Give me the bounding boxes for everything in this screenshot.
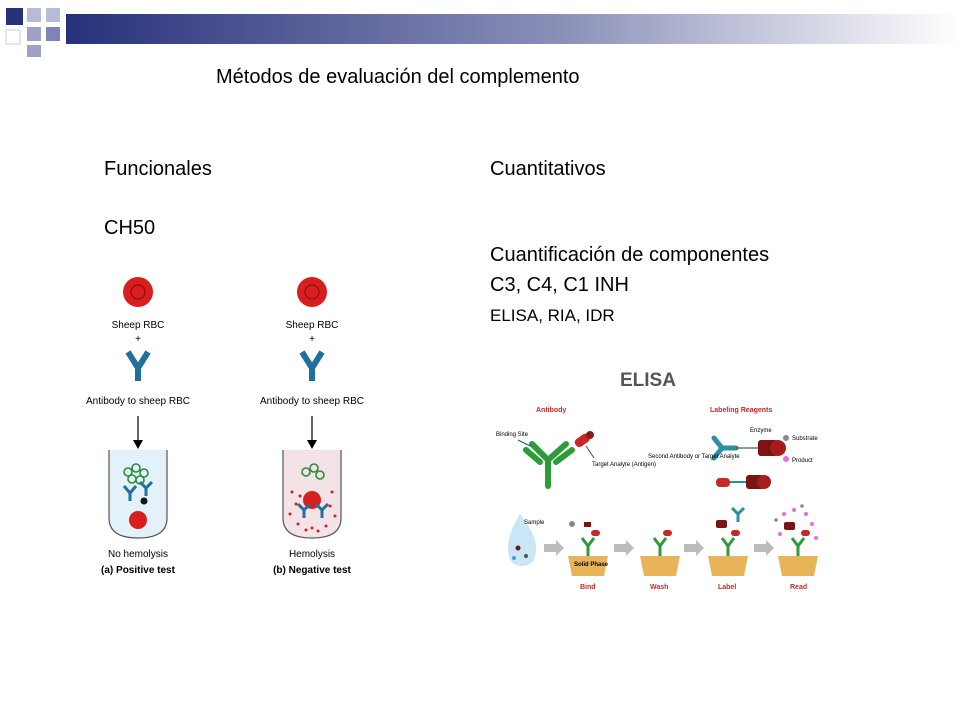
step-arrow-icon xyxy=(614,540,634,556)
sheep-rbc-icon xyxy=(297,277,327,307)
sheep-rbc-label: Sheep RBC xyxy=(112,320,165,331)
binding-site-label: Binding Site xyxy=(496,432,529,438)
substrate-dot xyxy=(783,435,789,441)
result-label: Hemolysis xyxy=(289,549,335,560)
antibody-icon xyxy=(523,441,575,489)
step-arrow-icon xyxy=(684,540,704,556)
step-label-label: Label xyxy=(718,584,736,591)
plus-sign: + xyxy=(309,334,315,345)
down-arrow-icon xyxy=(307,440,317,449)
deco-square xyxy=(5,29,21,45)
enzyme-icon xyxy=(758,440,786,456)
plus-sign: + xyxy=(135,334,141,345)
sample-drop-icon xyxy=(508,514,536,566)
panel-a: Sheep RBC + Antibody to sheep RBC No hem… xyxy=(86,277,190,576)
plate-read: Read xyxy=(774,504,818,591)
labeling-section-title: Labeling Reagents xyxy=(710,407,772,414)
antibody-section-title: Antibody xyxy=(536,407,566,414)
deco-square xyxy=(27,8,41,22)
panel-b: Sheep RBC + Antibody to sheep RBC Hemoly… xyxy=(260,277,364,576)
solid-phase-label: Solid Phase xyxy=(574,562,609,568)
sample-label: Sample xyxy=(524,520,545,526)
ch50-diagram: Sheep RBC + Antibody to sheep RBC No hem… xyxy=(86,277,364,576)
deco-square xyxy=(6,8,23,25)
second-antibody-label: Second Antibody or Target Analyte xyxy=(648,454,740,460)
plate-label: Label xyxy=(708,506,748,591)
sheep-rbc-icon xyxy=(123,277,153,307)
functional-heading: Funcionales xyxy=(104,158,212,180)
deco-square xyxy=(46,27,60,41)
caption-b: (b) Negative test xyxy=(273,565,351,576)
antibody-y-icon xyxy=(125,350,151,381)
quantification-line: Cuantificación de componentes xyxy=(490,244,770,266)
antigen-icon xyxy=(574,431,594,448)
step-label-bind: Bind xyxy=(580,584,596,591)
rbc-pellet xyxy=(129,511,147,529)
methods-line: ELISA, RIA, IDR xyxy=(490,306,615,325)
lysed-cells xyxy=(301,463,325,480)
antibody-label: Antibody to sheep RBC xyxy=(260,396,364,407)
down-arrow-icon xyxy=(133,440,143,449)
caption-a: (a) Positive test xyxy=(101,565,176,576)
plate-wash: Wash xyxy=(640,530,680,591)
target-analyte-label: Target Analyte (Antigen) xyxy=(592,462,656,468)
product-dot xyxy=(783,456,789,462)
plate-bind: Solid Phase Bind xyxy=(568,521,609,591)
antibody-label: Antibody to sheep RBC xyxy=(86,396,190,407)
deco-square xyxy=(46,8,60,22)
step-label-wash: Wash xyxy=(650,584,668,591)
step-arrow-icon xyxy=(544,540,564,556)
labeled-antigen-icon xyxy=(716,475,771,489)
result-label: No hemolysis xyxy=(108,549,168,560)
components-line: C3, C4, C1 INH xyxy=(490,274,629,296)
ch50-label: CH50 xyxy=(104,217,156,239)
header-gradient-bar xyxy=(66,14,960,44)
slide-title: Métodos de evaluación del complemento xyxy=(216,66,580,88)
substrate-label: Substrate xyxy=(792,436,818,442)
product-label: Product xyxy=(792,458,813,464)
step-label-read: Read xyxy=(790,584,807,591)
step-arrow-icon xyxy=(754,540,774,556)
elisa-diagram: ELISA Antibody Binding Site Target Analy… xyxy=(496,370,818,591)
released-hemoglobin xyxy=(288,490,337,533)
sheep-rbc-label: Sheep RBC xyxy=(286,320,339,331)
deco-square xyxy=(27,45,41,57)
enzyme-label: Enzyme xyxy=(750,428,772,434)
elisa-title: ELISA xyxy=(620,370,676,391)
quantitative-heading: Cuantitativos xyxy=(490,158,606,180)
deco-square xyxy=(27,27,41,41)
header-decoration xyxy=(5,8,960,57)
labeled-antibody-icon xyxy=(711,435,739,461)
antibody-y-icon xyxy=(299,350,325,381)
